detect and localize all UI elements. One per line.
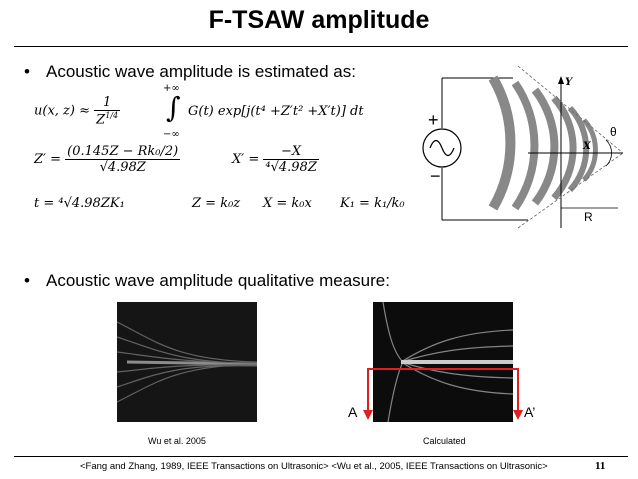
eq1-coef-den: Z (96, 112, 106, 128)
eq-z: Z = k₀z (192, 196, 241, 211)
eq-k1: K₁ = k₁/k₀ (340, 196, 405, 211)
bullet-2: • Acoustic wave amplitude qualitative mea… (24, 271, 390, 291)
eq3-den: ⁴√4.98Z (265, 160, 317, 175)
bullet-2-text: Acoustic wave amplitude qualitative meas… (46, 271, 390, 290)
bullet-1: • Acoustic wave amplitude is estimated as… (24, 62, 356, 82)
arrow-down-icon (363, 410, 373, 420)
theta-label: θ (610, 125, 617, 139)
measured-amplitude-image (117, 302, 257, 422)
arrow-down-icon (513, 410, 523, 420)
label-a-prime: A’ (524, 404, 536, 420)
footer-divider (14, 456, 628, 457)
references-footer: <Fang and Zhang, 1989, IEEE Transactions… (80, 461, 548, 472)
equation-x-prime: X′ = −X ⁴√4.98Z (232, 144, 319, 175)
ftsaw-transducer-diagram: + − Y X θ R (422, 65, 624, 229)
eq1-int-lower: −∞ (163, 129, 180, 140)
minus-sign: − (430, 166, 441, 186)
sine-wave-icon (429, 139, 455, 157)
left-image-caption: Wu et al. 2005 (148, 436, 206, 446)
eq1-int-upper: +∞ (163, 83, 180, 94)
bullet-1-text: Acoustic wave amplitude is estimated as: (46, 62, 356, 81)
eq2-den: √4.98Z (99, 160, 146, 175)
plus-sign: + (428, 110, 439, 130)
eq1-coef-den-exp: 1/4 (105, 111, 119, 120)
eq-t: t = ⁴√4.98ZK₁ (34, 196, 125, 211)
ac-source-icon (422, 128, 462, 168)
title-divider (14, 46, 628, 47)
slide-title: F-TSAW amplitude (208, 6, 430, 34)
eq3-num: −X (263, 144, 319, 160)
page-number: 11 (595, 460, 606, 472)
integral-sign: ∫ (166, 91, 181, 124)
idt-electrodes (488, 75, 598, 211)
equation-z-prime: Z′ = (0.145Z − Rk₀/2) √4.98Z (34, 144, 181, 175)
bullet-dot: • (24, 271, 30, 290)
eq-x: X = k₀x (263, 196, 312, 211)
right-image-caption: Calculated (423, 436, 466, 446)
x-axis-label: X (582, 141, 592, 152)
y-axis-label: Y (565, 77, 573, 88)
eq1-rhs: G(t) exp[j(t⁴ +Z′t² +X′t)] dt (188, 104, 364, 119)
eq2-num: (0.145Z − Rk₀/2) (65, 144, 181, 160)
label-a: A (348, 404, 358, 420)
section-line-a-a-prime (363, 368, 523, 420)
eq1-lhs: u(x, z) ≈ (34, 103, 90, 119)
r-label: R (584, 210, 593, 224)
calculated-amplitude-image (373, 302, 513, 422)
eq1-coefficient: 1 Z1/4 (94, 95, 121, 128)
eq1-coef-num: 1 (94, 95, 121, 111)
eq3-lhs: X′ = (232, 152, 260, 167)
equation-amplitude: u(x, z) ≈ 1 Z1/4 (34, 95, 121, 128)
bullet-dot: • (24, 62, 30, 81)
eq2-lhs: Z′ = (34, 152, 62, 167)
